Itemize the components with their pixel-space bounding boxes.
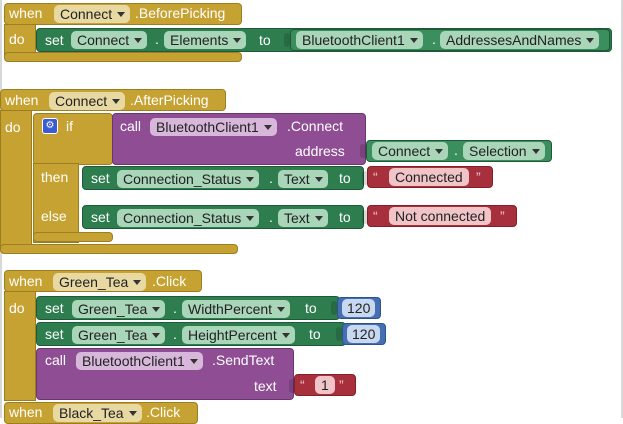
if-label: if xyxy=(66,118,73,134)
dot-separator: . xyxy=(269,170,273,186)
event-block-connect-beforepicking-body xyxy=(4,24,36,56)
dot-separator: . xyxy=(454,142,458,158)
set-property-dropdown[interactable]: HeightPercent xyxy=(182,326,295,344)
to-label: to xyxy=(259,32,271,48)
dot-separator: . xyxy=(269,209,273,225)
event-block-connect-afterpicking-body xyxy=(0,110,32,250)
set-property-dropdown[interactable]: Elements xyxy=(164,31,247,49)
address-arg-label: address xyxy=(295,143,345,159)
then-label: then xyxy=(41,169,69,185)
to-label: to xyxy=(305,300,317,316)
dot-separator: . xyxy=(173,326,177,342)
text-value-1[interactable]: 1 xyxy=(315,376,335,394)
component-dropdown-connect[interactable]: Connect xyxy=(54,5,131,23)
if-block-spine xyxy=(33,163,79,243)
address-socket xyxy=(360,144,366,158)
when-label: when xyxy=(9,273,43,289)
set-property-dropdown[interactable]: Text xyxy=(278,209,328,227)
event-block-green-tea-click-body xyxy=(4,291,36,401)
component-dropdown-green-tea[interactable]: Green_Tea xyxy=(53,273,147,291)
open-quote: “ xyxy=(373,208,378,224)
event-name-label: .Click xyxy=(152,273,187,289)
value-socket xyxy=(331,301,337,315)
set-label: set xyxy=(91,209,110,225)
set-label: set xyxy=(45,300,64,316)
value-socket xyxy=(362,210,368,224)
text-value-not-connected[interactable]: Not connected xyxy=(389,207,492,225)
value-socket xyxy=(284,33,290,47)
value-socket xyxy=(362,171,368,185)
gear-icon[interactable]: ⚙ xyxy=(42,118,58,134)
getter-property-dropdown[interactable]: Selection xyxy=(463,142,545,160)
event-name-label: .AfterPicking xyxy=(130,92,209,108)
set-label: set xyxy=(45,326,64,342)
number-value-height[interactable]: 120 xyxy=(347,325,381,343)
component-dropdown-black-tea[interactable]: Black_Tea xyxy=(53,404,142,422)
to-label: to xyxy=(309,326,321,342)
when-label: when xyxy=(9,404,43,420)
call-component-dropdown[interactable]: BluetoothClient1 xyxy=(150,118,277,136)
getter-component-dropdown[interactable]: Connect xyxy=(372,142,449,160)
getter-property-dropdown[interactable]: AddressesAndNames xyxy=(440,31,600,49)
set-component-dropdown[interactable]: Connection_Status xyxy=(117,170,260,188)
open-quote: “ xyxy=(300,377,305,393)
if-block-footer xyxy=(33,232,113,242)
set-component-dropdown[interactable]: Green_Tea xyxy=(72,300,166,318)
do-label: do xyxy=(9,300,25,316)
open-quote: “ xyxy=(373,169,378,185)
dot-separator: . xyxy=(155,31,159,47)
set-component-dropdown[interactable]: Connect xyxy=(71,31,148,49)
set-property-dropdown[interactable]: WidthPercent xyxy=(182,300,291,318)
do-label: do xyxy=(5,119,21,135)
method-name-label: .Connect xyxy=(287,118,344,134)
method-name-label: .SendText xyxy=(212,352,275,368)
workspace-right-border xyxy=(621,0,623,418)
dot-separator: . xyxy=(173,300,177,316)
event-name-label: .Click xyxy=(146,404,181,420)
text-value-connected[interactable]: Connected xyxy=(389,168,469,186)
when-label: when xyxy=(5,92,39,108)
text-arg-label: text xyxy=(254,378,277,394)
call-label: call xyxy=(120,118,142,134)
to-label: to xyxy=(339,209,351,225)
event-name-label: .BeforePicking xyxy=(135,5,226,21)
event-block-connect-beforepicking-footer xyxy=(4,52,242,62)
call-component-dropdown[interactable]: BluetoothClient1 xyxy=(76,352,203,370)
getter-component-dropdown[interactable]: BluetoothClient1 xyxy=(296,31,423,49)
set-component-dropdown[interactable]: Green_Tea xyxy=(72,326,166,344)
number-value-width[interactable]: 120 xyxy=(342,299,376,317)
dot-separator: . xyxy=(432,31,436,47)
close-quote: ” xyxy=(500,208,505,224)
close-quote: ” xyxy=(476,169,481,185)
do-label: do xyxy=(9,31,25,47)
close-quote: ” xyxy=(339,377,344,393)
set-property-dropdown[interactable]: Text xyxy=(278,170,328,188)
else-label: else xyxy=(41,208,67,224)
call-label: call xyxy=(45,352,67,368)
component-dropdown-connect[interactable]: Connect xyxy=(49,92,126,110)
set-label: set xyxy=(91,170,110,186)
to-label: to xyxy=(339,170,351,186)
event-block-connect-afterpicking-footer xyxy=(0,244,238,254)
set-component-dropdown[interactable]: Connection_Status xyxy=(117,209,260,227)
when-label: when xyxy=(9,5,43,21)
text-socket xyxy=(289,379,295,393)
set-label: set xyxy=(45,32,64,48)
value-socket xyxy=(336,327,342,341)
